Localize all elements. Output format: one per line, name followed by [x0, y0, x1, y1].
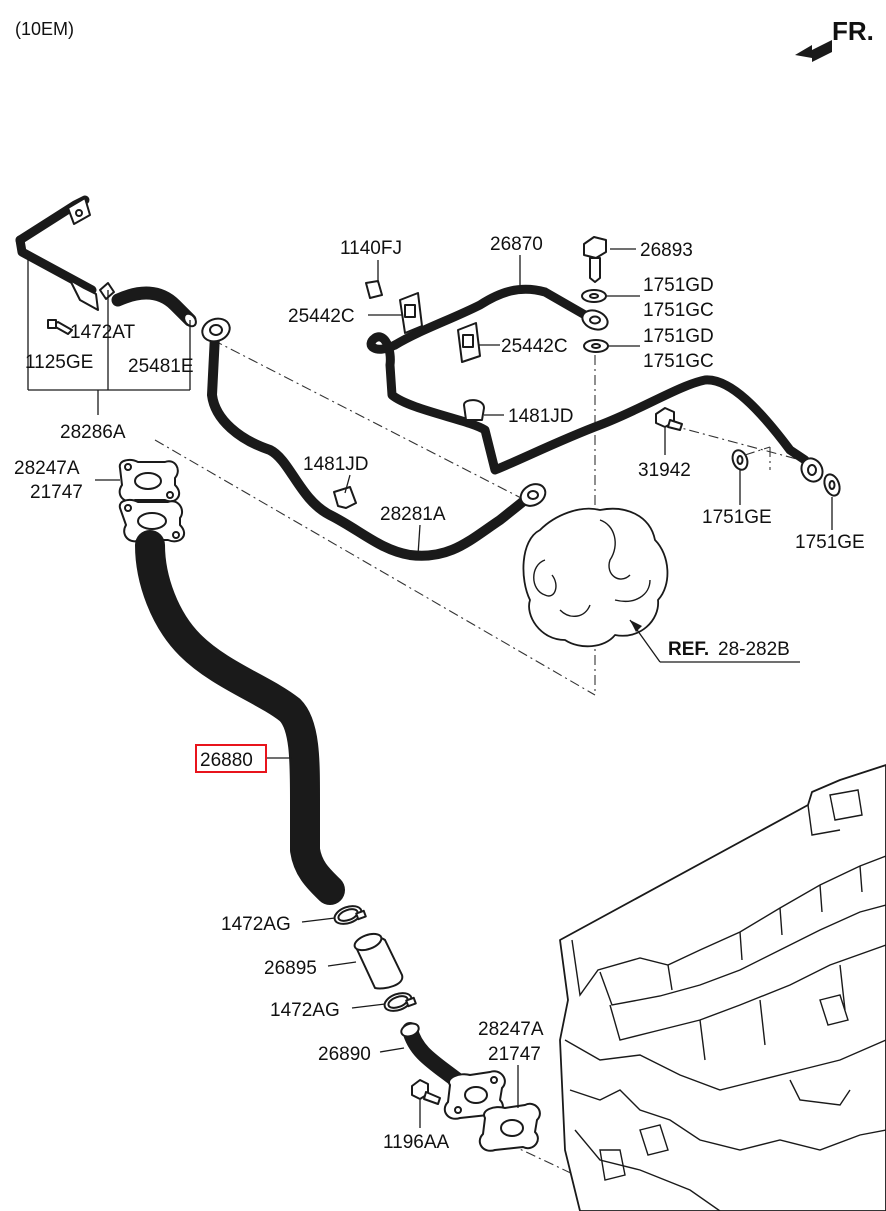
gasket-upper: [118, 459, 181, 503]
model-code: (10EM): [15, 19, 74, 39]
label-1751GC-lower[interactable]: 1751GC: [643, 351, 714, 372]
label-1751GE-left[interactable]: 1751GE: [702, 507, 772, 528]
coolant-pipe-28286A: [15, 195, 197, 335]
label-1472AT[interactable]: 1472AT: [70, 322, 136, 343]
fasteners-right: [581, 236, 841, 497]
lower-hose-assembly: [333, 905, 541, 1152]
label-1140FJ[interactable]: 1140FJ: [340, 238, 402, 259]
reference-prefix: REF.: [668, 639, 709, 660]
pipe-28281A: [201, 317, 547, 561]
engine-block: [559, 764, 886, 1211]
label-31942[interactable]: 31942: [638, 460, 691, 481]
label-28247A-upper[interactable]: 28247A: [14, 458, 80, 479]
label-25481E[interactable]: 25481E: [128, 356, 194, 377]
turbo-housing: [522, 507, 800, 663]
front-label: FR.: [832, 16, 874, 46]
label-21747-lower[interactable]: 21747: [488, 1044, 541, 1065]
label-1481JD-upper[interactable]: 1481JD: [508, 406, 574, 427]
label-1481JD-lower[interactable]: 1481JD: [303, 454, 369, 475]
label-1751GE-right[interactable]: 1751GE: [795, 532, 865, 553]
label-26870[interactable]: 26870: [490, 234, 543, 255]
label-1751GD-lower[interactable]: 1751GD: [643, 326, 714, 347]
clamps-upper: [365, 280, 485, 421]
label-1125GE[interactable]: 1125GE: [25, 352, 93, 373]
label-26880[interactable]: 26880: [200, 750, 253, 771]
label-25442C-left[interactable]: 25442C: [288, 306, 355, 327]
label-1751GC-upper[interactable]: 1751GC: [643, 300, 714, 321]
label-1472AG-upper[interactable]: 1472AG: [221, 914, 291, 935]
label-21747-upper[interactable]: 21747: [30, 482, 83, 503]
highlight-box-26880: [195, 744, 267, 773]
label-1472AG-lower[interactable]: 1472AG: [270, 1000, 340, 1021]
label-26895[interactable]: 26895: [264, 958, 317, 979]
label-1751GD-upper[interactable]: 1751GD: [643, 275, 714, 296]
text-labels: (10EM) FR. 1140FJ 26870 26893 1751GD 175…: [14, 16, 874, 1153]
reference-code[interactable]: 28-282B: [718, 639, 790, 660]
label-26893[interactable]: 26893: [640, 240, 693, 261]
pipe-26870: [366, 284, 824, 483]
main-pipe-26880[interactable]: [118, 499, 345, 905]
label-26890[interactable]: 26890: [318, 1044, 371, 1065]
label-28247A-lower[interactable]: 28247A: [478, 1019, 544, 1040]
leader-lines: [27, 248, 833, 1128]
label-25442C-right[interactable]: 25442C: [501, 336, 568, 357]
label-28281A[interactable]: 28281A: [380, 504, 446, 525]
label-1196AA[interactable]: 1196AA: [383, 1132, 450, 1153]
label-28286A[interactable]: 28286A: [60, 422, 126, 443]
front-direction-arrow: [795, 40, 832, 62]
